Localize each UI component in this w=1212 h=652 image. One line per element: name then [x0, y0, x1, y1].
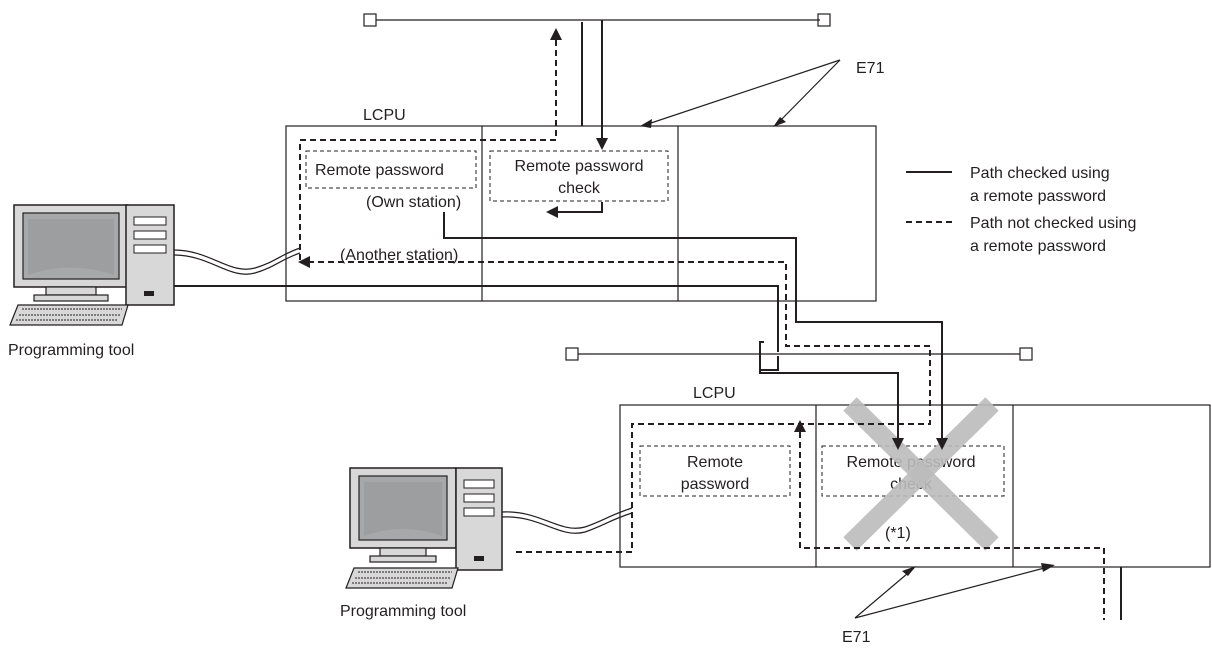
legend: Path checked using a remote password Pat…: [906, 165, 1136, 255]
computer-icon: [9, 204, 175, 326]
another-station-label: (Another station): [340, 247, 458, 264]
unchecked-paths: [299, 40, 1105, 620]
e71-bottom-label: E71: [842, 629, 871, 646]
top-tool-cable: [173, 247, 301, 270]
note-marker: (*1): [885, 525, 911, 542]
legend-solid-line1: Path checked using: [970, 165, 1110, 182]
e71-top-label: E71: [856, 60, 885, 77]
bottom-remote-label-line2: password: [681, 476, 749, 493]
top-lcpu-label: LCPU: [363, 107, 406, 124]
top-remote-password-check-box: [489, 150, 669, 202]
bottom-lcpu-label: LCPU: [693, 385, 736, 402]
legend-solid-line2: a remote password: [970, 188, 1106, 205]
unchecked-arrowheads: [298, 28, 806, 432]
bottom-tool-cable: [501, 507, 633, 529]
bottom-remote-password-box: [639, 445, 791, 497]
e71-top-pointers: [640, 59, 841, 128]
top-tool-label: Programming tool: [8, 342, 134, 359]
top-remote-password-box: [305, 150, 477, 189]
bottom-remote-password-check-box: [821, 445, 1005, 497]
bottom-tool-label: Programming tool: [340, 603, 466, 620]
top-lcpu-rack: [285, 125, 877, 302]
e71-bottom-pointers: [854, 563, 1055, 619]
legend-dashed-line1: Path not checked using: [970, 215, 1136, 232]
checked-arrowheads: [546, 138, 948, 450]
bottom-remote-label-line1: Remote: [687, 454, 743, 471]
legend-dashed-line2: a remote password: [970, 238, 1106, 255]
cross-icon: [843, 397, 999, 551]
top-network-cable: [363, 13, 831, 27]
bottom-network-cable: [565, 347, 1033, 361]
checked-paths: [174, 20, 1122, 620]
computer-icon: [345, 467, 503, 589]
own-station-label: (Own station): [366, 194, 461, 211]
top-remote-password-label: Remote password: [315, 162, 444, 179]
top-check-label-line1: Remote password: [515, 158, 644, 175]
top-check-label-line2: check: [558, 180, 601, 197]
